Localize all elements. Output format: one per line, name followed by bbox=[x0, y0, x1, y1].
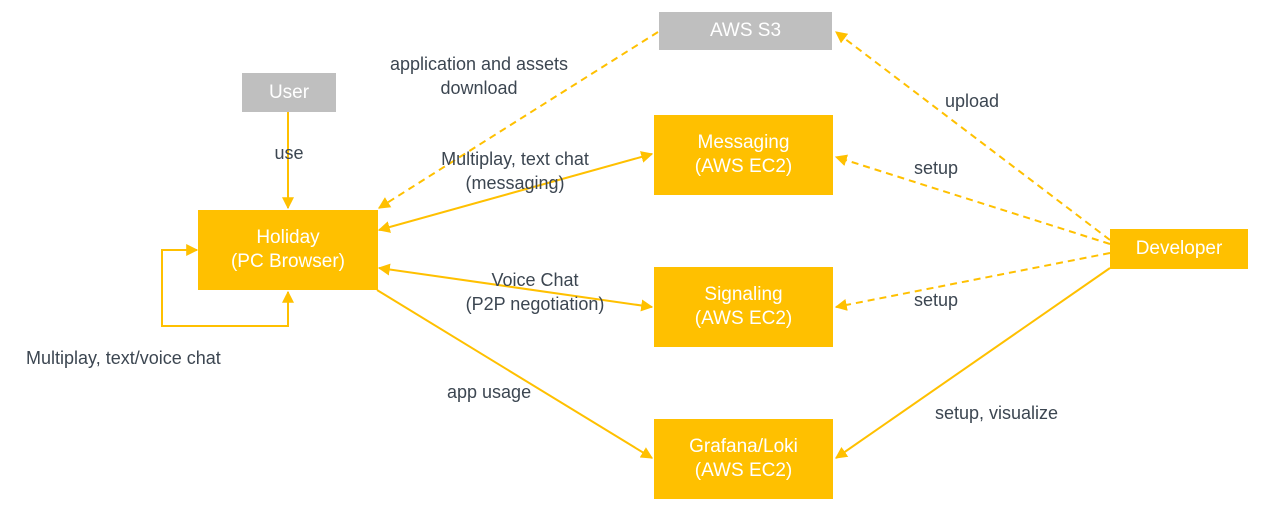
label-voice-chat-line1: Voice Chat bbox=[491, 270, 579, 290]
edge-holiday-self-loop bbox=[161, 244, 294, 327]
label-setup-messaging-text: setup bbox=[914, 158, 959, 178]
edge-developer-to-grafana bbox=[835, 267, 1111, 459]
label-download: application and assets download bbox=[375, 52, 583, 100]
label-download-line2: download bbox=[440, 78, 518, 98]
edge-developer-to-signaling bbox=[834, 252, 1111, 311]
label-multiplay-text: Multiplay, text chat (messaging) bbox=[420, 147, 610, 195]
edge-holiday-to-grafana bbox=[376, 289, 654, 459]
edge-holiday-signaling bbox=[377, 263, 654, 312]
node-user: User bbox=[242, 73, 336, 112]
node-signaling-subtitle: (AWS EC2) bbox=[694, 308, 793, 329]
label-setup-messaging: setup bbox=[914, 156, 958, 180]
node-aws-s3: AWS S3 bbox=[659, 12, 832, 50]
node-developer: Developer bbox=[1110, 229, 1248, 269]
node-holiday-title: Holiday bbox=[256, 227, 320, 248]
node-holiday: Holiday (PC Browser) bbox=[198, 210, 378, 290]
label-app-usage-text: app usage bbox=[447, 382, 532, 402]
label-setup-signaling-text: setup bbox=[914, 290, 959, 310]
label-use: use bbox=[259, 141, 319, 165]
label-app-usage: app usage bbox=[447, 380, 531, 404]
node-messaging: Messaging (AWS EC2) bbox=[654, 115, 833, 195]
node-grafana: Grafana/Loki (AWS EC2) bbox=[654, 419, 833, 499]
label-setup-signaling: setup bbox=[914, 288, 958, 312]
label-multiplay-text-line1: Multiplay, text chat bbox=[441, 149, 589, 169]
node-user-label: User bbox=[268, 81, 310, 103]
node-signaling: Signaling (AWS EC2) bbox=[654, 267, 833, 347]
label-use-text: use bbox=[274, 143, 304, 163]
label-setup-visualize-text: setup, visualize bbox=[935, 403, 1059, 423]
label-self-loop-text: Multiplay, text/voice chat bbox=[26, 348, 221, 368]
edge-developer-to-s3 bbox=[835, 31, 1111, 241]
edge-developer-to-messaging bbox=[834, 154, 1111, 245]
label-self-loop: Multiplay, text/voice chat bbox=[26, 346, 221, 370]
node-holiday-subtitle: (PC Browser) bbox=[230, 251, 345, 272]
node-grafana-title: Grafana/Loki bbox=[689, 436, 798, 457]
label-upload-text: upload bbox=[945, 91, 1000, 111]
label-setup-visualize: setup, visualize bbox=[935, 401, 1058, 425]
node-grafana-subtitle: (AWS EC2) bbox=[694, 460, 793, 481]
node-messaging-title: Messaging bbox=[697, 132, 790, 153]
label-voice-chat: Voice Chat (P2P negotiation) bbox=[445, 268, 625, 316]
label-upload: upload bbox=[945, 89, 999, 113]
label-download-line1: application and assets bbox=[389, 54, 569, 74]
node-aws-s3-label: AWS S3 bbox=[709, 20, 782, 41]
edge-holiday-messaging bbox=[377, 151, 654, 233]
label-multiplay-text-line2: (messaging) bbox=[465, 173, 565, 193]
node-developer-label: Developer bbox=[1135, 238, 1223, 259]
node-messaging-subtitle: (AWS EC2) bbox=[694, 156, 793, 177]
label-voice-chat-line2: (P2P negotiation) bbox=[465, 294, 605, 314]
node-signaling-title: Signaling bbox=[704, 284, 783, 305]
edge-s3-to-holiday bbox=[377, 31, 659, 209]
